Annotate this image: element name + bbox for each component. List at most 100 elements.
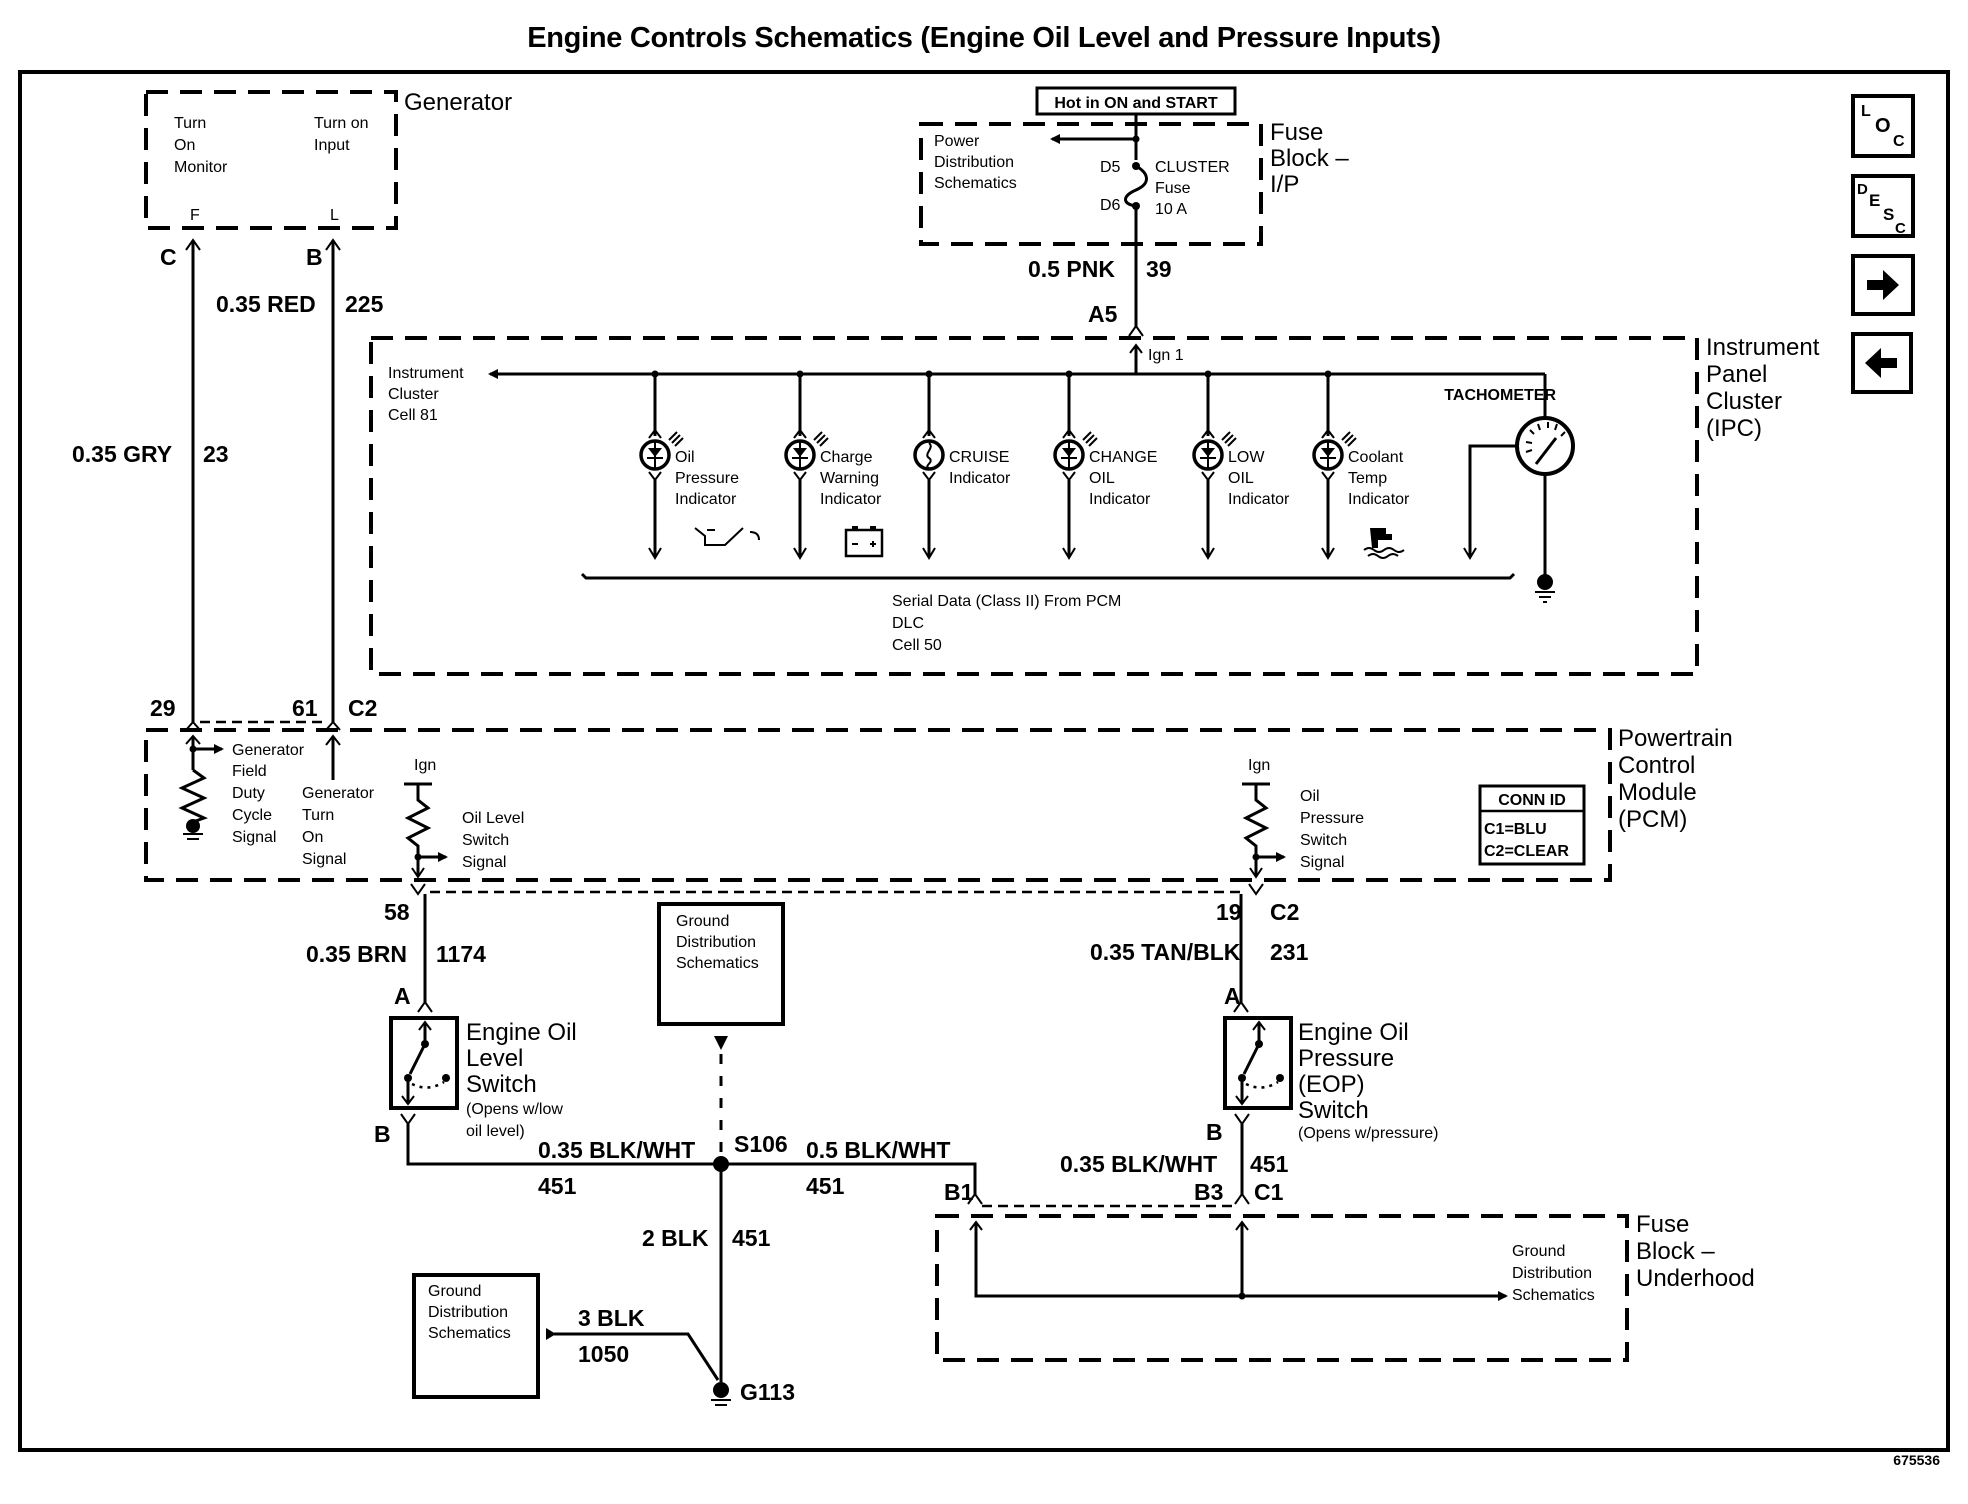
instrument-panel-cluster: Instrument Panel Cluster (IPC) Ign 1 Ins… [369, 334, 1820, 676]
battery-icon [844, 526, 884, 558]
indicator-label: Coolant [1348, 449, 1404, 466]
pcm-text: Oil [1300, 788, 1320, 805]
page-title: Engine Controls Schematics (Engine Oil L… [527, 22, 1441, 54]
pin-19: 19 [1216, 899, 1242, 925]
circuit-number: 451 [1250, 1151, 1289, 1177]
serial-data-label: Serial Data (Class II) From PCM [892, 593, 1121, 610]
ground-dist-text: Ground [1512, 1243, 1565, 1260]
ground-dist-text: Distribution [1512, 1265, 1592, 1282]
power-dist-text: Distribution [934, 154, 1014, 171]
circuit-number: 1174 [436, 941, 486, 967]
wire-3-blk: Ground Distribution Schematics 3 BLK 105… [412, 1273, 720, 1399]
circuit-number: 451 [806, 1173, 845, 1199]
ground-dist-text: Schematics [1512, 1287, 1595, 1304]
pcm-text: Signal [462, 854, 506, 871]
loc-letter: C [1893, 133, 1905, 150]
pcm-text: Field [232, 763, 267, 780]
switch-label: Level [466, 1045, 523, 1072]
wire-label: 3 BLK [578, 1305, 645, 1331]
wire-label: 0.35 BLK/WHT [1060, 1151, 1217, 1177]
indicator-label: Warning [820, 470, 879, 487]
ground-dist-text: Schematics [676, 955, 759, 972]
pin-d5: D5 [1100, 159, 1121, 176]
ign-label: Ign [414, 757, 436, 774]
indicator-label: Temp [1348, 470, 1387, 487]
indicator-label: Indicator [1228, 491, 1290, 508]
next-button[interactable] [1851, 254, 1915, 316]
wire-label: 2 BLK [642, 1225, 709, 1251]
switch-note: (Opens w/low [466, 1101, 563, 1118]
pin-a: A [1224, 983, 1241, 1009]
pcm-label: Powertrain [1618, 725, 1733, 752]
tachometer-gauge-icon [1515, 416, 1575, 476]
pcm-text: Duty [232, 785, 265, 802]
wire-label: 0.35 GRY [72, 441, 172, 467]
indicator-label: Charge [820, 449, 873, 466]
desc-letter: D [1857, 181, 1868, 198]
pin-61: 61 [292, 695, 318, 721]
fuse-label: CLUSTER [1155, 159, 1230, 176]
fuse-block-label: I/P [1270, 171, 1299, 198]
fuse-label: 10 A [1155, 201, 1187, 218]
wire-pnk: 0.5 PNK 39 A5 [1028, 206, 1172, 337]
switch-label: Switch [466, 1071, 537, 1098]
fuse-block-label: Fuse [1270, 119, 1323, 146]
pcm-text: Generator [302, 785, 375, 802]
pcm-text: Signal [232, 829, 276, 846]
ign1-label: Ign 1 [1148, 347, 1184, 364]
desc-button[interactable]: D E S C [1851, 174, 1915, 238]
wire-label: 0.35 BRN [306, 941, 407, 967]
fuse-block-label: Underhood [1636, 1265, 1755, 1292]
indicator-label: LOW [1228, 449, 1265, 466]
ipc-label: Instrument [1706, 334, 1820, 361]
splice-label: S106 [734, 1131, 788, 1157]
wire-tan-blk: 0.35 TAN/BLK 231 [1090, 883, 1309, 1013]
indicator-label: OIL [1228, 470, 1254, 487]
ign-label: Ign [1248, 757, 1270, 774]
pin-b3: B3 [1194, 1179, 1223, 1205]
pcm-text: Switch [462, 832, 509, 849]
oil-can-icon [694, 527, 760, 546]
ipc-label: Panel [1706, 361, 1767, 388]
pin-b: B [374, 1121, 391, 1147]
ground-g113: G113 [711, 1379, 795, 1406]
ground-dist-text: Ground [676, 913, 729, 930]
prev-button[interactable] [1851, 332, 1913, 394]
conn-id-row: C1=BLU [1484, 821, 1547, 838]
gen-text: Monitor [174, 159, 228, 176]
circuit-number: 451 [732, 1225, 771, 1251]
pcm-label: (PCM) [1618, 806, 1687, 833]
wire-blk-wht-bus: 0.35 BLK/WHT 451 S106 0.5 BLK/WHT 451 B1 [406, 1124, 983, 1205]
circuit-number: 451 [538, 1173, 577, 1199]
tachometer-label: TACHOMETER [1444, 387, 1556, 404]
ground-dist-text: Distribution [676, 934, 756, 951]
desc-letter: S [1883, 205, 1894, 224]
serial-data-label: Cell 50 [892, 637, 942, 654]
indicator-label: Indicator [675, 491, 737, 508]
switch-label: Pressure [1298, 1045, 1394, 1072]
pin-a5: A5 [1088, 301, 1118, 327]
engine-oil-pressure-switch: A Engine Oil Pressure (EOP) Switch (Open… [1206, 983, 1439, 1145]
wire-2-blk: 2 BLK 451 [642, 1164, 771, 1382]
fuse-label: Fuse [1155, 180, 1191, 197]
fuse-block-underhood: Fuse Block – Underhood Ground Distributi… [935, 1211, 1755, 1362]
engine-oil-level-switch: A Engine Oil Level Switch (Opens w/low o… [374, 983, 577, 1147]
powertrain-control-module: Powertrain Control Module (PCM) 29 61 C2… [144, 695, 1733, 925]
conn-id-title: CONN ID [1498, 792, 1566, 809]
wire-label: 0.35 BLK/WHT [538, 1137, 695, 1163]
generator-component: Generator Turn On Monitor Turn on Input … [144, 89, 512, 270]
pcm-text: Signal [302, 851, 346, 868]
connector-c2: C2 [1270, 899, 1299, 925]
pcm-label: Control [1618, 752, 1695, 779]
circuit-number: 225 [345, 291, 384, 317]
pcm-text: Pressure [1300, 810, 1364, 827]
pin-a: A [394, 983, 411, 1009]
pcm-text: Oil Level [462, 810, 524, 827]
loc-button[interactable]: L O C [1851, 94, 1915, 158]
gen-text: Input [314, 137, 350, 154]
